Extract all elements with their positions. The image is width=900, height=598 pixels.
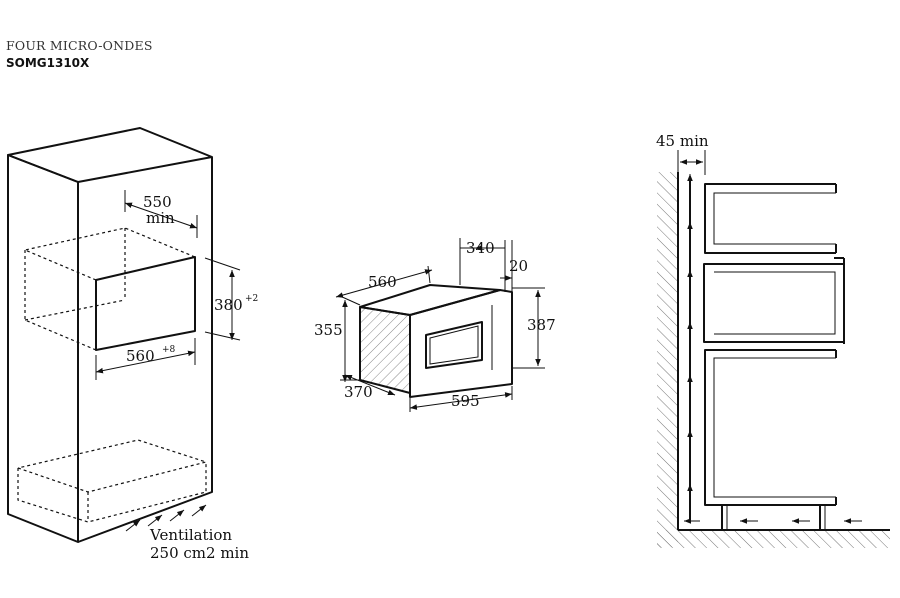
ventilation-cutout (17, 439, 209, 523)
niche-width-dimension-line (95, 350, 196, 374)
lower-cabinet-frame (704, 349, 836, 506)
niche-opening (23, 227, 196, 351)
niche-depth-min-label: min (146, 209, 175, 227)
appliance-depth-dimension-line (344, 374, 396, 396)
appliance-side (360, 307, 410, 393)
niche-width-label: 560 (126, 347, 155, 365)
appliance-width-label: 560 (368, 273, 397, 291)
appliance-depth-label: 370 (344, 383, 373, 401)
appliance-width-dimension-line (335, 269, 433, 298)
ventilation-label: Ventilation (149, 526, 232, 544)
cabinet-top-panel (7, 127, 213, 183)
installed-appliance (703, 263, 845, 343)
section-view: 45 min (656, 132, 890, 548)
document-title: FOUR MICRO-ONDES (6, 38, 153, 53)
cabinet-front-edge (77, 157, 213, 543)
niche-height-tolerance: +2 (245, 294, 258, 304)
appliance-offset-label: 340 (466, 239, 495, 257)
gap-label: 45 min (656, 132, 709, 150)
appliance-front-width-label: 595 (451, 392, 480, 410)
appliance-drawing: 560 340 20 355 387 370 595 (314, 238, 556, 412)
model-number: SOMG1310X (6, 56, 90, 70)
niche-height-label: 380 (214, 296, 243, 314)
appliance-door-window (425, 321, 483, 369)
cabinet-drawing: 550 min 380 +2 560 +8 Ventilation 250 cm… (7, 127, 258, 562)
wall-hatching (657, 172, 678, 547)
appliance-body-height-label: 355 (314, 321, 343, 339)
niche-depth-label: 550 (143, 193, 172, 211)
floor-hatching (657, 530, 890, 548)
appliance-front-height-label: 387 (527, 316, 556, 334)
cabinet-side-panel (7, 154, 79, 543)
upper-cabinet-frame (704, 183, 836, 254)
ventilation-arrows (125, 504, 207, 532)
niche-depth-dimension-line (124, 202, 198, 229)
niche-width-tolerance: +8 (162, 345, 176, 355)
appliance-front-width-dimension-line (409, 392, 513, 410)
appliance-panel-thickness-label: 20 (509, 257, 528, 275)
ventilation-area-label: 250 cm2 min (150, 544, 249, 562)
